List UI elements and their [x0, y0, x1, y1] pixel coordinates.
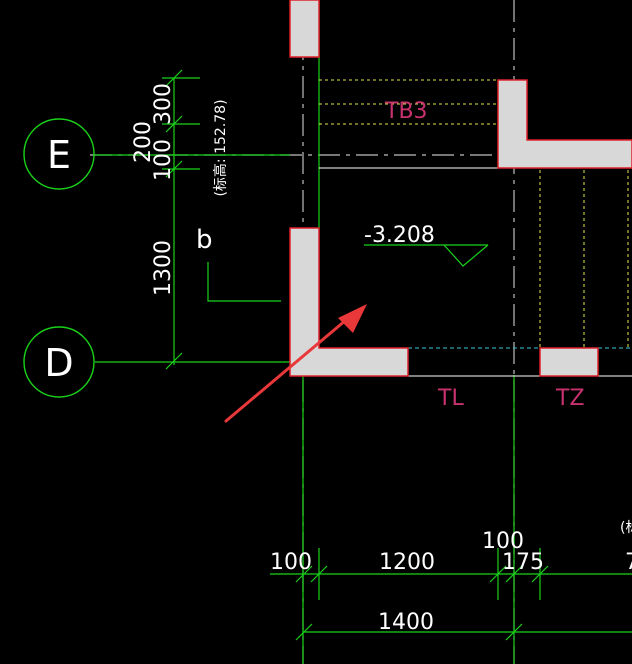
- stair-outline: [319, 79, 629, 348]
- dim-200: 200: [131, 121, 156, 163]
- wall-top: [289, 0, 320, 58]
- dim-100: 100: [151, 139, 176, 181]
- label-TB3: TB3: [384, 99, 428, 124]
- dim-bottom-100a: 100: [270, 550, 312, 575]
- axis-bubble-E: [23, 118, 95, 190]
- wall-l-corner: [289, 227, 409, 377]
- dim-bottom-1400: 1400: [378, 610, 434, 635]
- section-b-label: b: [196, 225, 213, 255]
- column-TZ: [539, 347, 599, 377]
- dim-bottom-1200: 1200: [379, 550, 435, 575]
- dim-1300: 1300: [151, 240, 176, 296]
- axis-bubble-D: [23, 326, 95, 398]
- axis-label-D: D: [44, 341, 73, 385]
- dim-bottom-175: 175: [502, 550, 544, 575]
- dim-300: 300: [151, 83, 176, 125]
- elevation-symbol: [364, 244, 489, 267]
- cut-off-note: (标: [620, 520, 632, 536]
- walls: [289, 0, 632, 377]
- label-TZ: TZ: [555, 386, 585, 411]
- wall-l-top-right: [497, 79, 632, 169]
- dim-bottom-7: 7: [625, 550, 632, 575]
- dim-bottom-100b: 100: [482, 529, 524, 554]
- green-lines: [95, 0, 632, 664]
- annotation-arrow-icon: [224, 304, 367, 423]
- axis-label-E: E: [47, 133, 71, 177]
- elevation-note: (标高: 152.78): [212, 99, 229, 196]
- label-TL: TL: [437, 386, 464, 411]
- elevation-value: -3.208: [364, 223, 435, 248]
- axis-bubbles: [23, 118, 95, 398]
- section-b-leader: [207, 262, 281, 302]
- beam-edge: [319, 167, 632, 377]
